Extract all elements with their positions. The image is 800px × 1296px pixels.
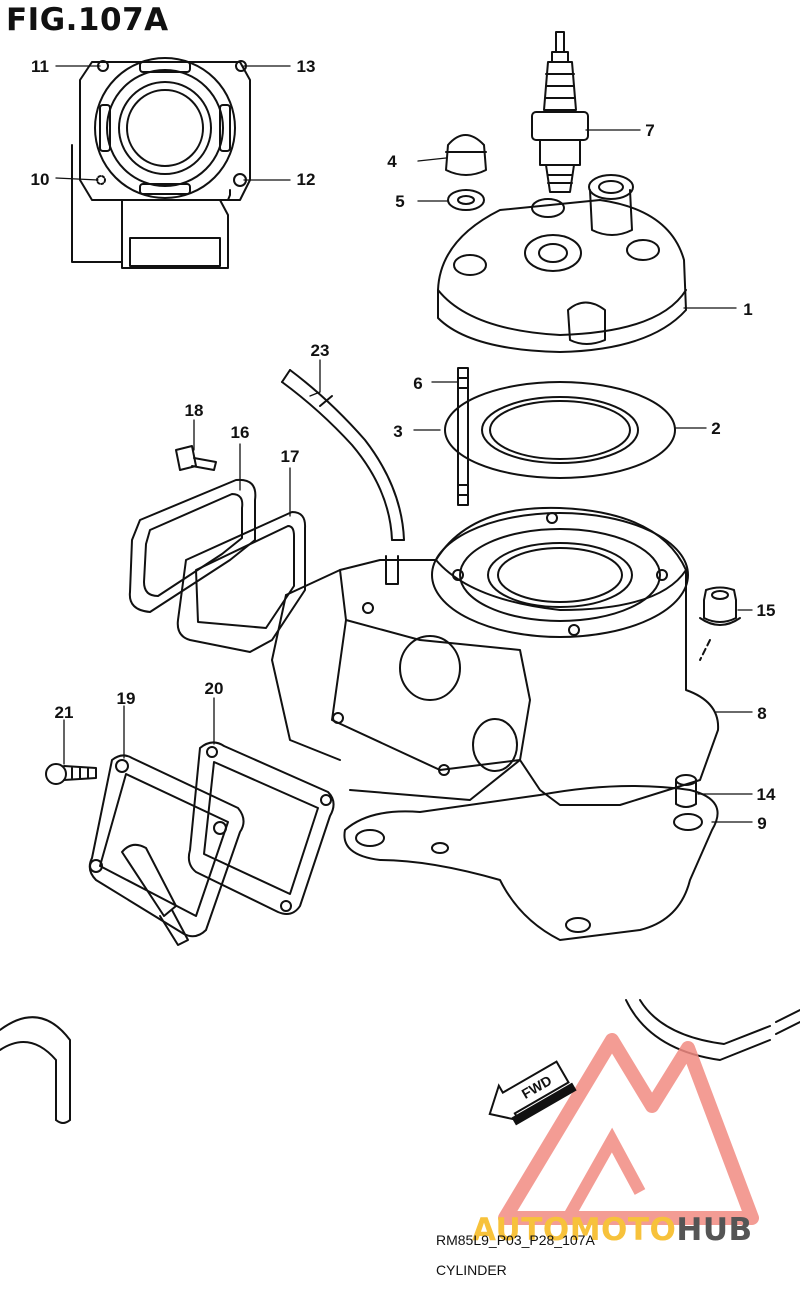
callout-12: 12 (297, 170, 316, 189)
reed-valve-cover (88, 754, 245, 946)
spark-plug (531, 31, 589, 193)
callout-19: 19 (117, 689, 136, 708)
cap-nut (445, 134, 487, 176)
exhaust-cover-17 (176, 511, 307, 653)
lower-hose-right (625, 999, 800, 1061)
cylinder-block (271, 506, 720, 806)
reed-gasket (187, 741, 335, 915)
lower-hose-left (0, 1016, 71, 1124)
leader-lines (55, 65, 753, 823)
fwd-arrow: FWD (488, 1060, 577, 1126)
callout-10: 10 (31, 170, 50, 189)
breather-hose (281, 369, 405, 541)
callout-5: 5 (395, 192, 404, 211)
diagram-name: CYLINDER (436, 1262, 507, 1278)
callout-21: 21 (55, 703, 74, 722)
callout-2: 2 (711, 419, 720, 438)
callout-14: 14 (757, 785, 776, 804)
callout-11: 11 (31, 57, 49, 76)
watermark-text-part1: AUTOMOTO (472, 1212, 677, 1248)
exhaust-gasket-16 (128, 478, 257, 613)
stud-bolt (457, 367, 469, 506)
callout-1: 1 (743, 300, 752, 319)
bolt-18 (175, 445, 217, 471)
cylinder-top-view-inset (71, 57, 251, 269)
head-gasket (444, 381, 676, 479)
watermark-text: AUTOMOTOHUB (472, 1212, 753, 1248)
callout-20: 20 (205, 679, 224, 698)
base-gasket (343, 785, 719, 941)
flange-nut (699, 586, 741, 661)
callout-4: 4 (387, 152, 397, 171)
callout-13: 13 (297, 57, 316, 76)
callout-8: 8 (757, 704, 766, 723)
callout-23: 23 (311, 341, 330, 360)
callout-17: 17 (281, 447, 300, 466)
cylinder-head (437, 174, 687, 353)
callout-18: 18 (185, 401, 204, 420)
callout-6: 6 (413, 374, 422, 393)
washer (447, 189, 485, 211)
callout-15: 15 (757, 601, 776, 620)
callout-numbers: 1 2 3 4 5 6 7 8 9 10 11 12 13 14 15 16 1… (31, 57, 776, 833)
figure-title: FIG.107A (6, 2, 169, 38)
callout-9: 9 (757, 814, 766, 833)
watermark-logo (498, 1033, 759, 1225)
callout-16: 16 (231, 423, 250, 442)
dowel-pin (675, 774, 697, 808)
watermark-text-part2: HUB (676, 1212, 753, 1248)
diagram-code: RM85L9_P03_P28_107A (436, 1232, 595, 1248)
callout-7: 7 (645, 121, 654, 140)
bolt-21 (45, 763, 97, 785)
callout-3: 3 (393, 422, 402, 441)
